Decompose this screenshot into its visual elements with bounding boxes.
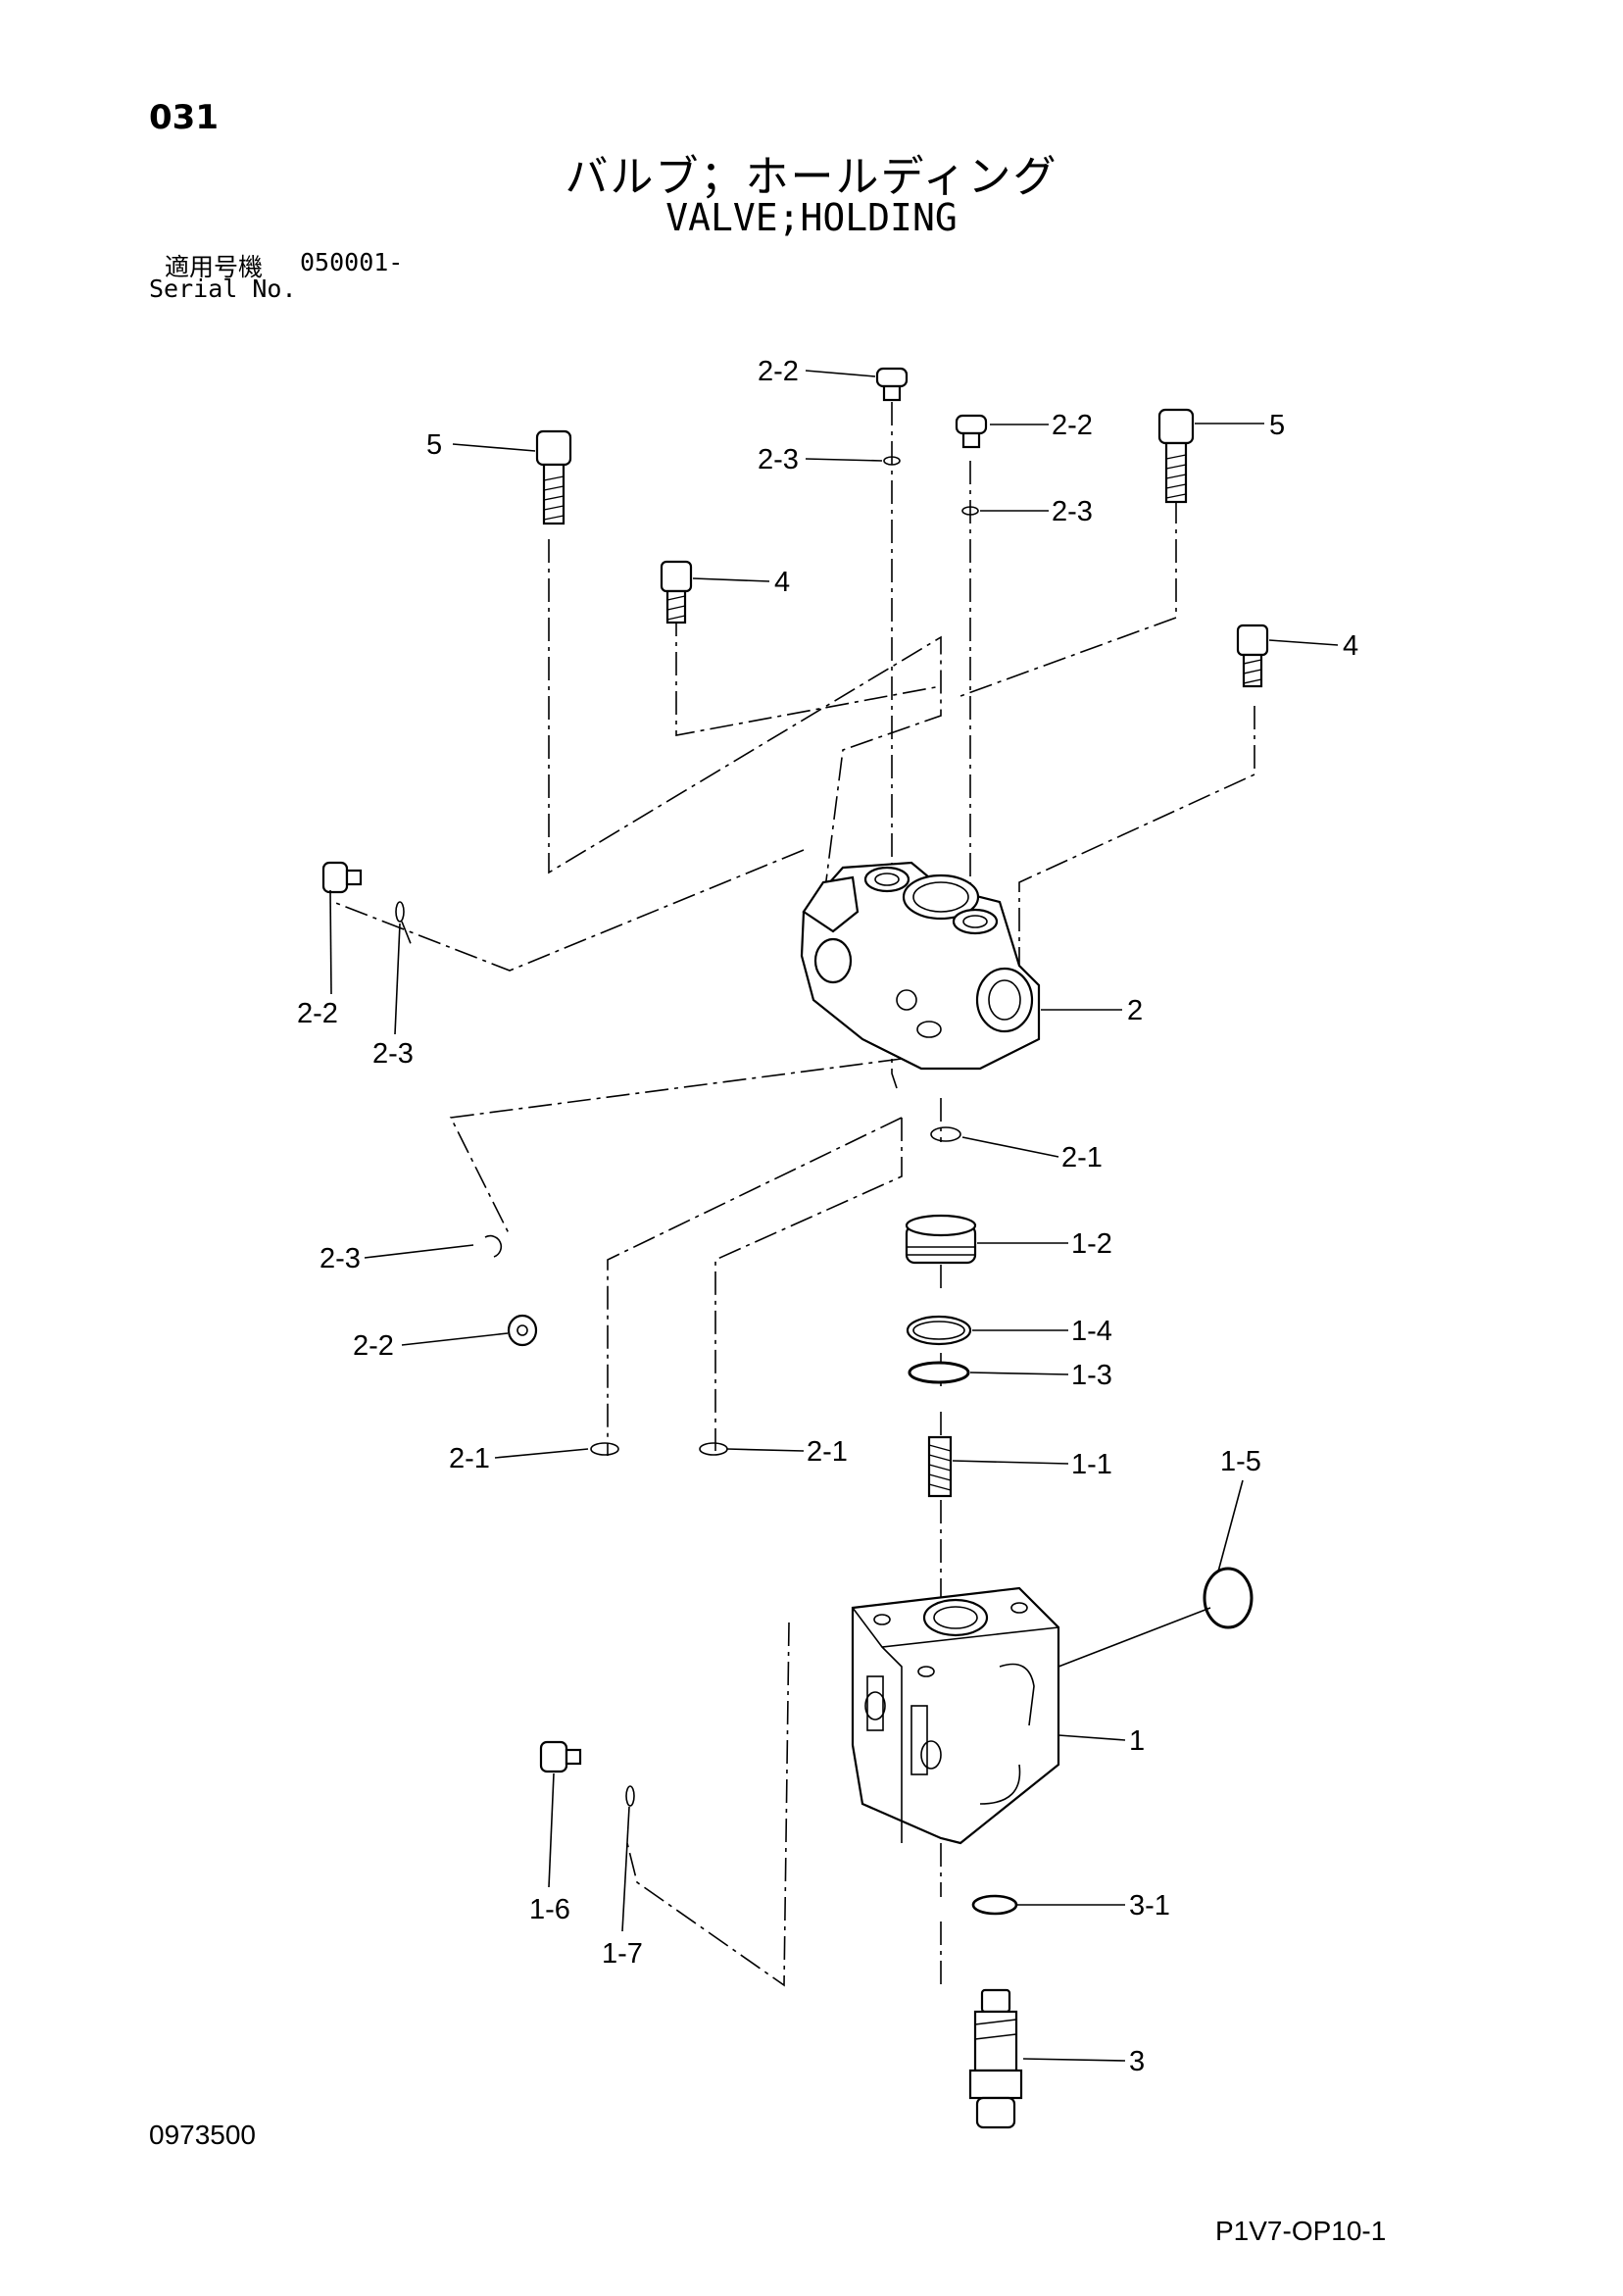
- oring-2-1-center: [930, 1126, 961, 1142]
- oring-2-3-right: [961, 506, 979, 516]
- callout-5-left: 5: [426, 429, 442, 461]
- bolt-4-left: [660, 560, 693, 624]
- plug-2-2-side: [321, 861, 363, 894]
- oring-1-3: [908, 1361, 970, 1384]
- parts: [321, 367, 1269, 2129]
- title-japanese: バルブ；ホールディング: [565, 152, 1058, 202]
- callout-2-2-low: 2-2: [353, 1330, 394, 1362]
- oring-2-1-left: [590, 1442, 619, 1456]
- callout-2-3-right: 2-3: [1052, 496, 1093, 527]
- oring-2-3-top: [883, 456, 901, 466]
- oring-2-1-mid: [699, 1442, 728, 1456]
- plug-2-2-right: [955, 414, 988, 449]
- callout-3: 3: [1129, 2046, 1145, 2077]
- callout-labels: 2-2 2-3 2-2 2-3 5 5 4 4 2 2-2 2-3 2-1 2-…: [297, 356, 1358, 2077]
- callout-1-6: 1-6: [529, 1894, 570, 1925]
- relief-valve-3: [968, 1988, 1023, 2129]
- bolt-5-right: [1157, 408, 1195, 504]
- callout-2: 2: [1127, 995, 1143, 1026]
- oring-3-1: [971, 1894, 1018, 1916]
- callout-2-2-right: 2-2: [1052, 410, 1093, 441]
- callout-1-7: 1-7: [602, 1938, 643, 1970]
- callout-4-left: 4: [774, 567, 790, 598]
- valve-body-1: [851, 1586, 1060, 1845]
- callout-3-1: 3-1: [1129, 1890, 1170, 1922]
- callout-1-1: 1-1: [1071, 1449, 1112, 1480]
- callout-1-4: 1-4: [1071, 1316, 1112, 1347]
- callout-2-2-side: 2-2: [297, 998, 338, 1029]
- snap-ring-2-3-low: [484, 1234, 503, 1258]
- callout-2-3-top: 2-3: [758, 444, 799, 475]
- callout-1-2: 1-2: [1071, 1228, 1112, 1260]
- serial-label-english: Serial No.: [149, 275, 297, 303]
- callout-1-3: 1-3: [1071, 1360, 1112, 1391]
- callout-2-3-side: 2-3: [372, 1038, 414, 1070]
- spring-1-1: [927, 1435, 953, 1498]
- serial-value: 050001-: [300, 248, 404, 276]
- valve-block-2: [800, 861, 1041, 1071]
- serial-label-japanese: 適用号機: [165, 253, 264, 281]
- assembly-lines: [332, 402, 1255, 1987]
- callout-5-right: 5: [1269, 410, 1285, 441]
- callout-1: 1: [1129, 1725, 1145, 1757]
- plug-1-6: [539, 1740, 582, 1773]
- callout-2-1-left: 2-1: [449, 1443, 490, 1474]
- callout-2-3-low: 2-3: [320, 1243, 361, 1274]
- plug-2-2-low: [507, 1314, 538, 1347]
- callout-1-5: 1-5: [1220, 1446, 1261, 1477]
- page-number: 031: [149, 98, 219, 137]
- callout-2-1-mid: 2-1: [807, 1436, 848, 1468]
- callout-4-right: 4: [1343, 630, 1358, 662]
- bolt-4-right: [1236, 624, 1269, 688]
- oring-1-5: [1203, 1567, 1254, 1629]
- drawing-code: P1V7-OP10-1: [1215, 2216, 1387, 2246]
- plug-2-2-top: [875, 367, 909, 402]
- callout-2-2-top: 2-2: [758, 356, 799, 387]
- leader-lines: [329, 370, 1339, 2062]
- callout-2-1-center: 2-1: [1061, 1142, 1103, 1173]
- title-english: VALVE;HOLDING: [665, 196, 958, 239]
- oring-1-7: [625, 1785, 635, 1807]
- oring-2-3-side: [395, 901, 405, 923]
- document-number: 0973500: [149, 2120, 257, 2150]
- piston-1-2: [905, 1214, 977, 1265]
- bolt-5-left: [535, 429, 572, 525]
